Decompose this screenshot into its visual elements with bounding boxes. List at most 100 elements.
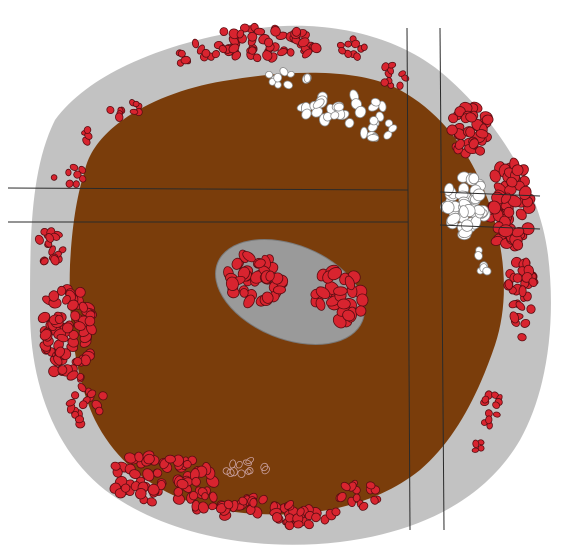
red-stone	[262, 50, 273, 61]
red-stone	[191, 38, 200, 49]
red-stone	[338, 46, 347, 55]
grid-lines	[7, 27, 541, 531]
hollow-stone	[237, 469, 246, 478]
red-stone	[303, 519, 314, 530]
red-stone	[242, 250, 256, 263]
red-stone	[254, 258, 266, 269]
red-stone	[132, 100, 140, 108]
red-stone	[448, 113, 459, 124]
red-stone	[211, 50, 220, 59]
red-stone	[45, 233, 55, 243]
red-stone	[129, 108, 139, 115]
grid-line-h3	[439, 191, 541, 197]
white-stone	[367, 134, 380, 142]
white-stone	[441, 200, 455, 214]
red-stone	[490, 235, 504, 246]
red-stone	[472, 439, 480, 449]
hollow-stones-layer	[222, 457, 270, 478]
red-stone	[98, 391, 108, 401]
central-gray-ellipse	[215, 239, 365, 345]
red-stone	[398, 70, 406, 77]
red-stone	[40, 257, 49, 266]
red-stone	[120, 483, 131, 493]
red-stone	[506, 176, 518, 188]
red-stone	[481, 395, 490, 404]
red-stone	[340, 481, 351, 492]
red-stone	[114, 112, 124, 122]
white-stone	[287, 71, 295, 78]
red-stone	[240, 23, 250, 33]
red-stone	[475, 129, 489, 139]
red-stone	[95, 406, 104, 416]
red-stone	[284, 500, 294, 510]
red-stone	[142, 468, 155, 482]
red-stone	[512, 239, 524, 251]
white-stone	[474, 251, 483, 261]
red-stone	[337, 298, 351, 310]
red-stone	[54, 314, 64, 324]
red-stone	[57, 365, 68, 375]
red-stones-layer	[34, 22, 539, 531]
red-stone	[238, 496, 248, 506]
red-stone	[370, 495, 379, 505]
red-stone	[454, 139, 465, 150]
red-stone	[446, 124, 458, 136]
red-stone	[228, 43, 240, 54]
red-stone	[252, 53, 262, 63]
red-stone	[261, 291, 274, 304]
grid-line-v2	[439, 27, 445, 531]
white-stone	[367, 122, 378, 133]
red-stone	[498, 224, 514, 238]
red-stone	[293, 520, 304, 529]
red-stone	[53, 354, 63, 366]
red-stone	[73, 356, 83, 367]
red-stone	[310, 42, 322, 54]
red-stone	[177, 49, 186, 58]
red-stone	[351, 39, 361, 49]
red-stone	[517, 333, 527, 342]
red-stone	[37, 311, 51, 324]
red-stone	[512, 273, 523, 283]
red-stone	[76, 372, 84, 381]
red-stone	[355, 305, 367, 317]
white-stone	[370, 97, 381, 107]
hollow-stone	[235, 460, 243, 469]
white-stone	[344, 118, 355, 129]
red-stone	[156, 480, 166, 491]
red-stone	[239, 288, 249, 298]
red-stone	[381, 62, 390, 72]
red-stone	[129, 469, 141, 479]
red-stone	[73, 321, 86, 331]
red-stone	[258, 494, 268, 505]
red-stone	[236, 29, 245, 39]
red-stone	[249, 497, 258, 508]
hollow-stone	[261, 465, 270, 475]
white-stone	[472, 188, 486, 202]
red-stone	[352, 493, 361, 503]
red-stone	[298, 37, 310, 48]
red-stone	[78, 400, 88, 410]
red-stone	[518, 285, 527, 298]
white-stone	[388, 124, 398, 133]
red-stone	[296, 507, 305, 517]
white-stone	[303, 73, 311, 83]
red-stone	[465, 126, 476, 138]
red-stone	[55, 346, 65, 358]
red-stone	[511, 164, 524, 177]
red-stone	[243, 294, 255, 309]
red-stone	[520, 318, 531, 328]
white-stone	[482, 266, 492, 276]
grid-line-h4	[439, 224, 541, 230]
red-stone	[333, 286, 348, 296]
white-stone	[301, 108, 312, 120]
red-stone	[84, 131, 93, 140]
grid-line-h1	[7, 187, 409, 191]
red-stone	[201, 492, 209, 501]
red-stone	[70, 310, 81, 322]
red-stone	[248, 46, 257, 55]
red-stone	[509, 311, 520, 324]
red-stone	[264, 37, 274, 48]
red-stone	[48, 290, 60, 302]
red-stone	[78, 301, 88, 313]
